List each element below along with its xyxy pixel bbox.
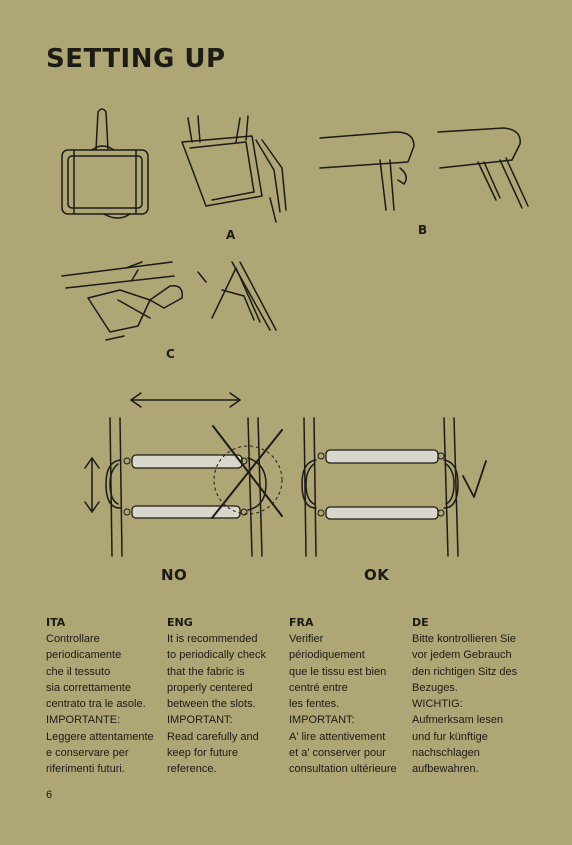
illustration-b-leg-folding [319,131,415,211]
language-code: ITA [46,616,66,629]
verdict-no-label: NO [161,566,188,584]
text-column-fra: FRA Verifier périodiquement que le tissu… [289,616,409,778]
verdict-ok-label: OK [364,566,390,584]
illustration-b-leg-locked [437,127,529,209]
language-code: ENG [167,616,193,629]
instruction-text: It is recommended to periodically check … [167,633,267,776]
step-label-a: A [226,228,236,242]
diagram-correct-fabric [301,417,459,557]
instruction-text: Verifier périodiquement que le tissu est… [289,633,397,776]
check-mark-icon [462,460,487,498]
language-code: DE [412,616,429,629]
diagram-incorrect-fabric [105,417,283,557]
instruction-text: Bitte kontrollieren Sie vor jedem Gebrau… [412,633,518,776]
illustration-a-folded-chair [61,108,149,219]
page-title: SETTING UP [46,44,226,74]
page-number: 6 [46,789,53,801]
text-column-ita: ITA Controllare periodicamente che il te… [46,616,164,778]
text-column-de: DE Bitte kontrollieren Sie vor jedem Geb… [412,616,532,778]
illustration-c-hand-adjust [61,261,183,341]
text-column-eng: ENG It is recommended to periodically ch… [167,616,285,778]
vertical-arrow-icon [84,457,100,513]
horizontal-arrow-icon [130,392,241,408]
step-label-c: C [166,347,175,361]
illustration-a-unfolding-chair [181,115,287,223]
instruction-text: Controllare periodicamente che il tessut… [46,633,154,776]
step-label-b: B [418,223,428,237]
language-code: FRA [289,616,314,629]
illustration-c-frame-detail [197,261,277,331]
cross-mark-icon [211,425,283,519]
